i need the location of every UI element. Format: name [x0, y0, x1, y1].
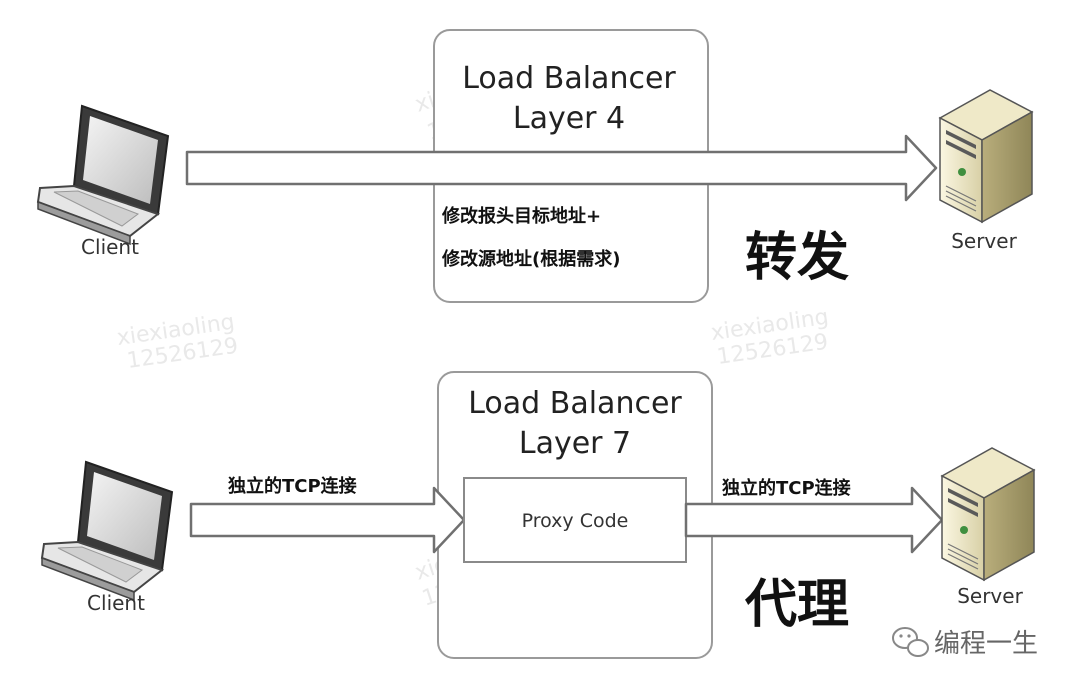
- client-laptop-icon: [37, 105, 169, 245]
- server-icon: [939, 89, 1033, 223]
- top-client-label: Client: [81, 235, 139, 259]
- left-tcp-connection-label: 独立的TCP连接: [228, 475, 357, 497]
- header-change-note-line2: 修改源地址(根据需求): [441, 248, 620, 270]
- forwarding-mode-label: 转发: [745, 228, 849, 288]
- brand-name: 编程一生: [934, 629, 1038, 659]
- proxy-to-server-arrow: [684, 486, 944, 554]
- top-server-label: Server: [951, 229, 1017, 253]
- bottom-server-label: Server: [957, 584, 1023, 608]
- layer7-title-line2: Layer 7: [519, 426, 631, 461]
- right-tcp-connection-label: 独立的TCP连接: [722, 477, 851, 499]
- proxy-code-label: Proxy Code: [522, 510, 629, 532]
- proxy-mode-label: 代理: [744, 575, 849, 635]
- server-icon: [941, 447, 1035, 581]
- forward-arrow: [185, 134, 938, 202]
- layer4-section: Load Balancer Layer 4 修改报头目标地址+ 修改源地址(根据…: [37, 29, 1033, 303]
- client-to-proxy-arrow: [189, 486, 466, 554]
- layer7-title-line1: Load Balancer: [468, 386, 682, 421]
- wechat-icon: [892, 627, 929, 657]
- bottom-client-label: Client: [87, 591, 145, 615]
- layer4-title-line1: Load Balancer: [462, 61, 676, 96]
- client-laptop-icon: [41, 461, 173, 601]
- layer7-section: Load Balancer Layer 7 Proxy Code 独立的TCP连…: [41, 371, 1035, 659]
- proxy-code-box: [463, 477, 687, 563]
- layer4-title-line2: Layer 4: [513, 101, 625, 136]
- header-change-note-line1: 修改报头目标地址+: [441, 205, 601, 227]
- brand-mark: 编程一生: [892, 627, 1038, 659]
